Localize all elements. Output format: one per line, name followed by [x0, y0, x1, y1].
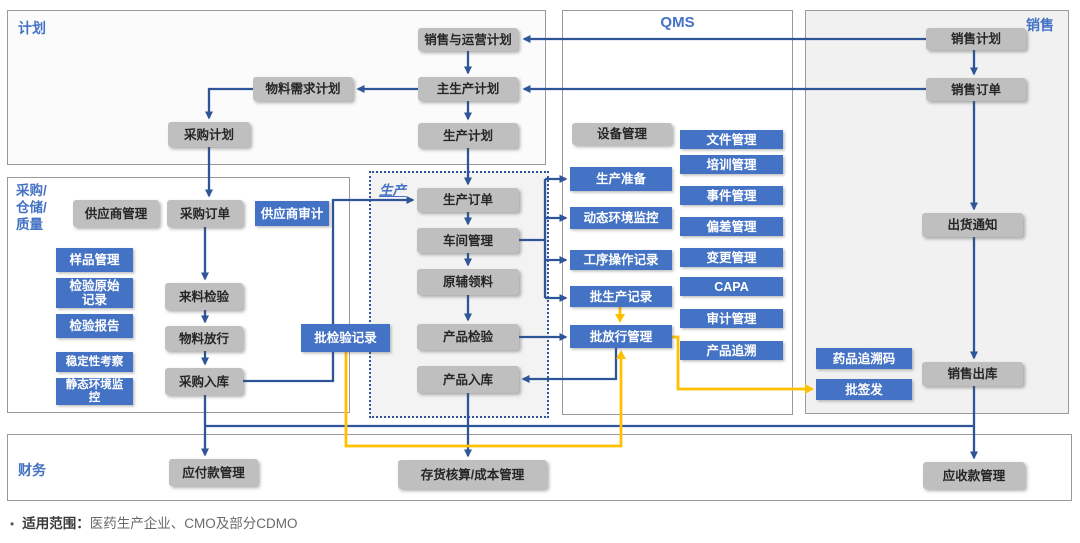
- node-dynamic-env-monitor: 动态环境监控: [570, 207, 672, 229]
- node-stability-study: 稳定性考察: [56, 352, 133, 372]
- node-equipment-mgmt: 设备管理: [572, 123, 672, 145]
- node-purchase-order: 采购订单: [167, 200, 243, 227]
- node-ship-notice: 出货通知: [922, 213, 1023, 237]
- node-purchase-inbound: 采购入库: [165, 368, 243, 395]
- footnote-colon: ：: [76, 516, 90, 531]
- node-sample-mgmt: 样品管理: [56, 248, 133, 272]
- arrow-mrp-to-purchase-plan: [205, 87, 253, 120]
- node-audit-mgmt: 审计管理: [680, 309, 783, 328]
- node-raw-material-pick: 原辅领料: [417, 269, 519, 295]
- footnote-text: 医药生产企业、CMO及部分CDMO: [89, 516, 298, 531]
- footnote-label: 适用范围: [22, 516, 77, 531]
- label-procurement: 采购/ 仓储/ 质量: [16, 183, 47, 232]
- label-sales: 销售: [1026, 17, 1054, 33]
- arrow-batch-release-to-batch-issue: [672, 335, 814, 394]
- label-plan: 计划: [18, 20, 46, 36]
- node-process-op-record: 工序操作记录: [570, 250, 672, 270]
- node-ap-mgmt: 应付款管理: [169, 459, 258, 486]
- node-prod-order: 生产订单: [417, 188, 519, 212]
- node-prod-plan: 生产计划: [418, 123, 518, 148]
- node-workshop-mgmt: 车间管理: [417, 228, 519, 253]
- footnote: • 适用范围：医药生产企业、CMO及部分CDMO: [10, 512, 297, 532]
- label-finance: 财务: [18, 462, 46, 478]
- node-sales-outbound: 销售出库: [922, 362, 1023, 386]
- node-master-prod-plan: 主生产计划: [418, 77, 518, 101]
- arrow-batch-insp-record-to-batch-release: [344, 350, 626, 448]
- node-material-release: 物料放行: [165, 326, 243, 351]
- node-batch-insp-record: 批检验记录: [301, 324, 390, 352]
- node-product-inbound: 产品入库: [417, 366, 519, 393]
- node-sales-order: 销售订单: [926, 78, 1026, 101]
- section-sales: [805, 10, 1069, 414]
- node-training-mgmt: 培训管理: [680, 155, 783, 174]
- node-inventory-cost-mgmt: 存货核算/成本管理: [398, 460, 547, 489]
- label-production: 生产: [379, 183, 406, 198]
- node-supplier-mgmt: 供应商管理: [73, 200, 159, 227]
- node-insp-report: 检验报告: [56, 314, 133, 338]
- node-supplier-audit: 供应商审计: [255, 201, 329, 226]
- node-mrp: 物料需求计划: [253, 77, 353, 101]
- footnote-bullet: •: [10, 517, 15, 531]
- node-sales-plan: 销售计划: [926, 28, 1026, 50]
- node-batch-prod-record: 批生产记录: [570, 286, 672, 307]
- node-deviation-mgmt: 偏差管理: [680, 217, 783, 236]
- arrow-purchase-inbound-to-prod-order: [243, 196, 415, 383]
- node-insp-orig-record: 检验原始 记录: [56, 278, 133, 308]
- node-incoming-insp: 来料检验: [165, 283, 243, 310]
- node-event-mgmt: 事件管理: [680, 186, 783, 205]
- node-static-env-monitor: 静态环境监 控: [56, 378, 133, 405]
- yellow-arrows: [344, 307, 814, 448]
- node-drug-trace-code: 药品追溯码: [816, 348, 912, 369]
- blue-arrows: [201, 35, 978, 460]
- node-prod-prep: 生产准备: [570, 167, 672, 191]
- node-capa: CAPA: [680, 277, 783, 296]
- node-product-trace: 产品追溯: [680, 341, 783, 360]
- node-sales-ops-plan: 销售与运营计划: [418, 28, 518, 51]
- node-batch-release-mgmt: 批放行管理: [570, 325, 672, 348]
- node-batch-issue: 批签发: [816, 379, 912, 400]
- arrow-batch-release-to-product-inbound: [521, 348, 618, 383]
- node-ar-mgmt: 应收款管理: [923, 462, 1025, 489]
- node-change-mgmt: 变更管理: [680, 248, 783, 267]
- node-doc-mgmt: 文件管理: [680, 130, 783, 149]
- node-purchase-plan: 采购计划: [168, 122, 250, 147]
- label-qms: QMS: [660, 14, 695, 31]
- node-product-insp: 产品检验: [417, 324, 519, 350]
